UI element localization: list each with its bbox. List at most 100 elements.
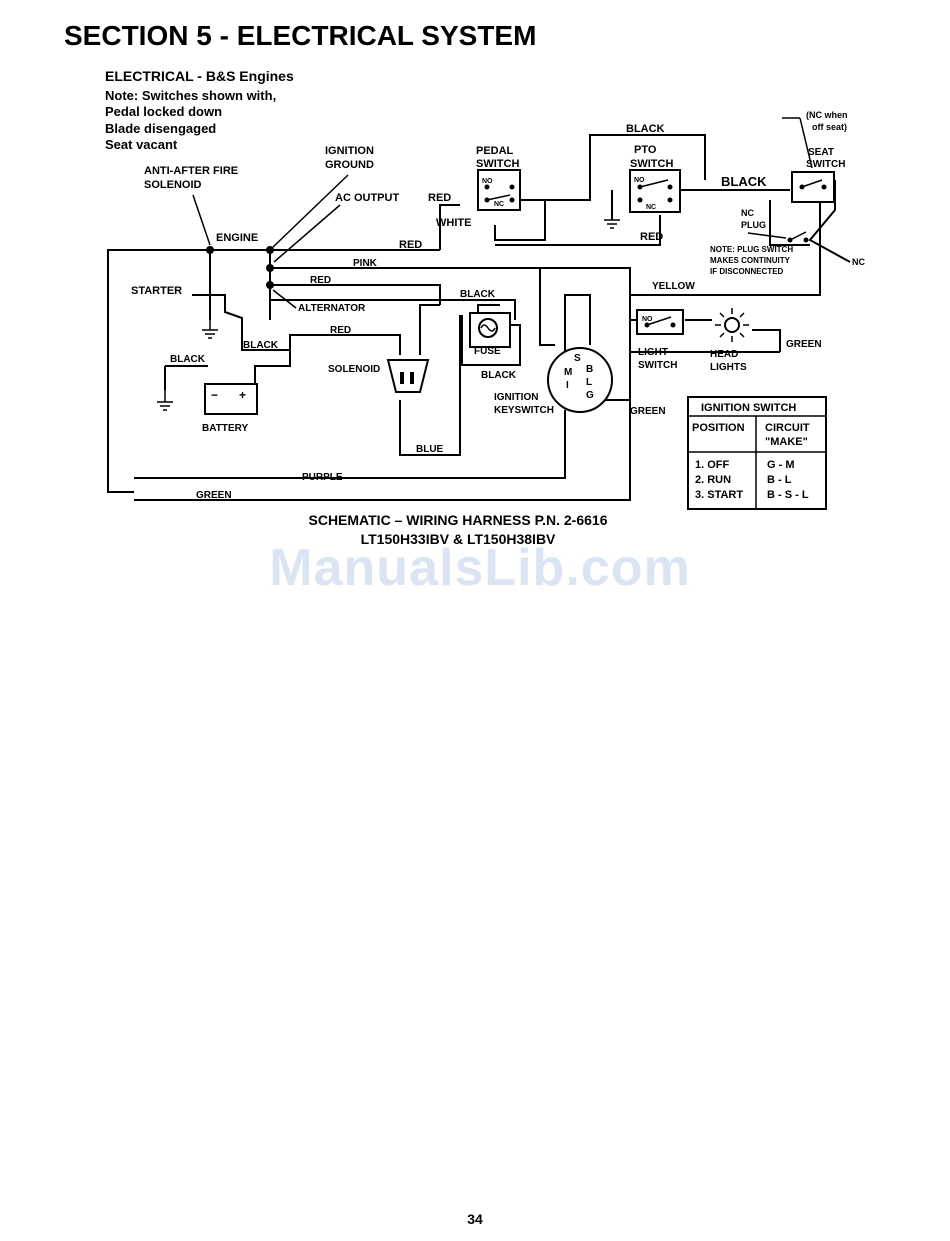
wire-label: GREEN [786, 339, 822, 350]
note-line: Pedal locked down [105, 104, 222, 119]
svg-text:NO: NO [482, 178, 493, 185]
battery-label: BATTERY [202, 423, 248, 434]
pedal-switch-label: SWITCH [476, 158, 519, 170]
fuse [469, 312, 511, 348]
wire-label: RED [640, 231, 663, 243]
light-switch-label: SWITCH [638, 360, 677, 371]
section-title: SECTION 5 - ELECTRICAL SYSTEM [64, 20, 537, 51]
wire-label: BLACK [481, 370, 517, 381]
table-title: IGNITION SWITCH [701, 402, 796, 414]
ignition-switch-table: IGNITION SWITCH POSITION CIRCUIT "MAKE" … [687, 396, 827, 510]
ground-symbol [202, 320, 218, 339]
nc-plug-switch [787, 231, 809, 243]
ground-symbol [157, 390, 173, 411]
wire-label: BLACK [626, 123, 665, 135]
solenoid [386, 359, 430, 393]
diagram-caption: LT150H33IBV & LT150H38IBV [360, 531, 556, 547]
wire-label: WHITE [436, 217, 471, 229]
wire-label: YELLOW [652, 281, 695, 292]
table-cell: B - L [767, 474, 792, 486]
pedal-switch: NO NC [477, 169, 521, 211]
note-line: Seat vacant [105, 137, 178, 152]
wire-label: RED [428, 192, 451, 204]
plug-note: NOTE: PLUG SWITCH [710, 245, 793, 254]
battery: − + [204, 383, 258, 415]
ignition-ground-label: IGNITION [325, 145, 374, 157]
junction-dot [266, 264, 274, 272]
solenoid-label: SOLENOID [328, 364, 380, 375]
head-lights-label: HEAD [710, 349, 738, 360]
wire-label: RED [310, 275, 331, 286]
ignition-keyswitch: S M I B L G [547, 347, 613, 413]
svg-text:−: − [211, 388, 218, 402]
junction-dot [266, 281, 274, 289]
plug-note: MAKES CONTINUITY [710, 256, 791, 265]
junction-dot [206, 246, 214, 254]
svg-text:I: I [566, 380, 569, 391]
wire-label: BLUE [416, 444, 444, 455]
pto-switch: NO NC [629, 169, 681, 213]
svg-text:L: L [586, 377, 592, 388]
wiring-schematic: ELECTRICAL - B&S Engines Note: Switches … [105, 68, 865, 510]
ignition-keyswitch-label: IGNITION [494, 392, 538, 403]
nc-label: NC [852, 257, 865, 267]
ac-output-label: AC OUTPUT [335, 192, 399, 204]
alternator-label: ALTERNATOR [298, 303, 366, 314]
anti-after-fire-label: ANTI-AFTER FIRE [144, 165, 238, 177]
wire-label: BLACK [460, 289, 496, 300]
callout-lines [192, 117, 813, 309]
seat-note: off seat) [812, 122, 847, 132]
light-switch-label: LIGHT [638, 347, 668, 358]
svg-text:M: M [564, 367, 572, 378]
ignition-ground-label: GROUND [325, 159, 374, 171]
fuse-label: FUSE [474, 346, 501, 357]
svg-text:NC: NC [494, 201, 504, 208]
pedal-switch-label: PEDAL [476, 145, 514, 157]
wire-network [107, 134, 851, 501]
head-lights-label: LIGHTS [710, 362, 747, 373]
ground-symbol [604, 219, 620, 229]
table-header: CIRCUIT [765, 422, 810, 434]
svg-text:+: + [239, 388, 246, 402]
table-header: POSITION [692, 422, 745, 434]
table-cell: 2. RUN [695, 474, 731, 486]
page-number: 34 [467, 1211, 483, 1227]
starter-label: STARTER [131, 285, 182, 297]
table-cell: B - S - L [767, 489, 809, 501]
diagram-heading: ELECTRICAL - B&S Engines [105, 68, 294, 84]
table-cell: 1. OFF [695, 459, 730, 471]
wire-label: GREEN [196, 490, 232, 501]
wire-label: PURPLE [302, 472, 343, 483]
wire-label: RED [399, 239, 422, 251]
svg-text:G: G [586, 390, 594, 401]
wire-label: BLACK [721, 174, 767, 189]
light-switch: NO [636, 309, 684, 335]
table-cell: G - M [767, 459, 795, 471]
seat-switch [791, 171, 835, 203]
wire-label: GREEN [630, 406, 666, 417]
wire-label: RED [330, 325, 351, 336]
engine-label: ENGINE [216, 232, 258, 244]
seat-switch-label: SWITCH [806, 159, 845, 170]
seat-note: (NC when [806, 110, 848, 120]
pto-switch-label: SWITCH [630, 158, 673, 170]
head-light-icon [715, 308, 749, 342]
table-header: "MAKE" [765, 436, 808, 448]
wire-label: BLACK [243, 340, 279, 351]
nc-plug-label: PLUG [741, 220, 766, 230]
wire-label: PINK [353, 258, 378, 269]
svg-text:NC: NC [646, 204, 656, 211]
plug-note: IF DISCONNECTED [710, 267, 784, 276]
svg-text:S: S [574, 353, 581, 364]
watermark: ManualsLib.com [269, 539, 691, 597]
svg-text:B: B [586, 364, 593, 375]
ignition-keyswitch-label: KEYSWITCH [494, 405, 554, 416]
nc-plug-label: NC [741, 208, 754, 218]
pto-switch-label: PTO [634, 144, 657, 156]
table-cell: 3. START [695, 489, 743, 501]
svg-text:NO: NO [634, 177, 645, 184]
note-line: Note: Switches shown with, [105, 88, 276, 103]
note-line: Blade disengaged [105, 121, 216, 136]
wire-label: BLACK [170, 354, 206, 365]
anti-after-fire-label: SOLENOID [144, 179, 202, 191]
